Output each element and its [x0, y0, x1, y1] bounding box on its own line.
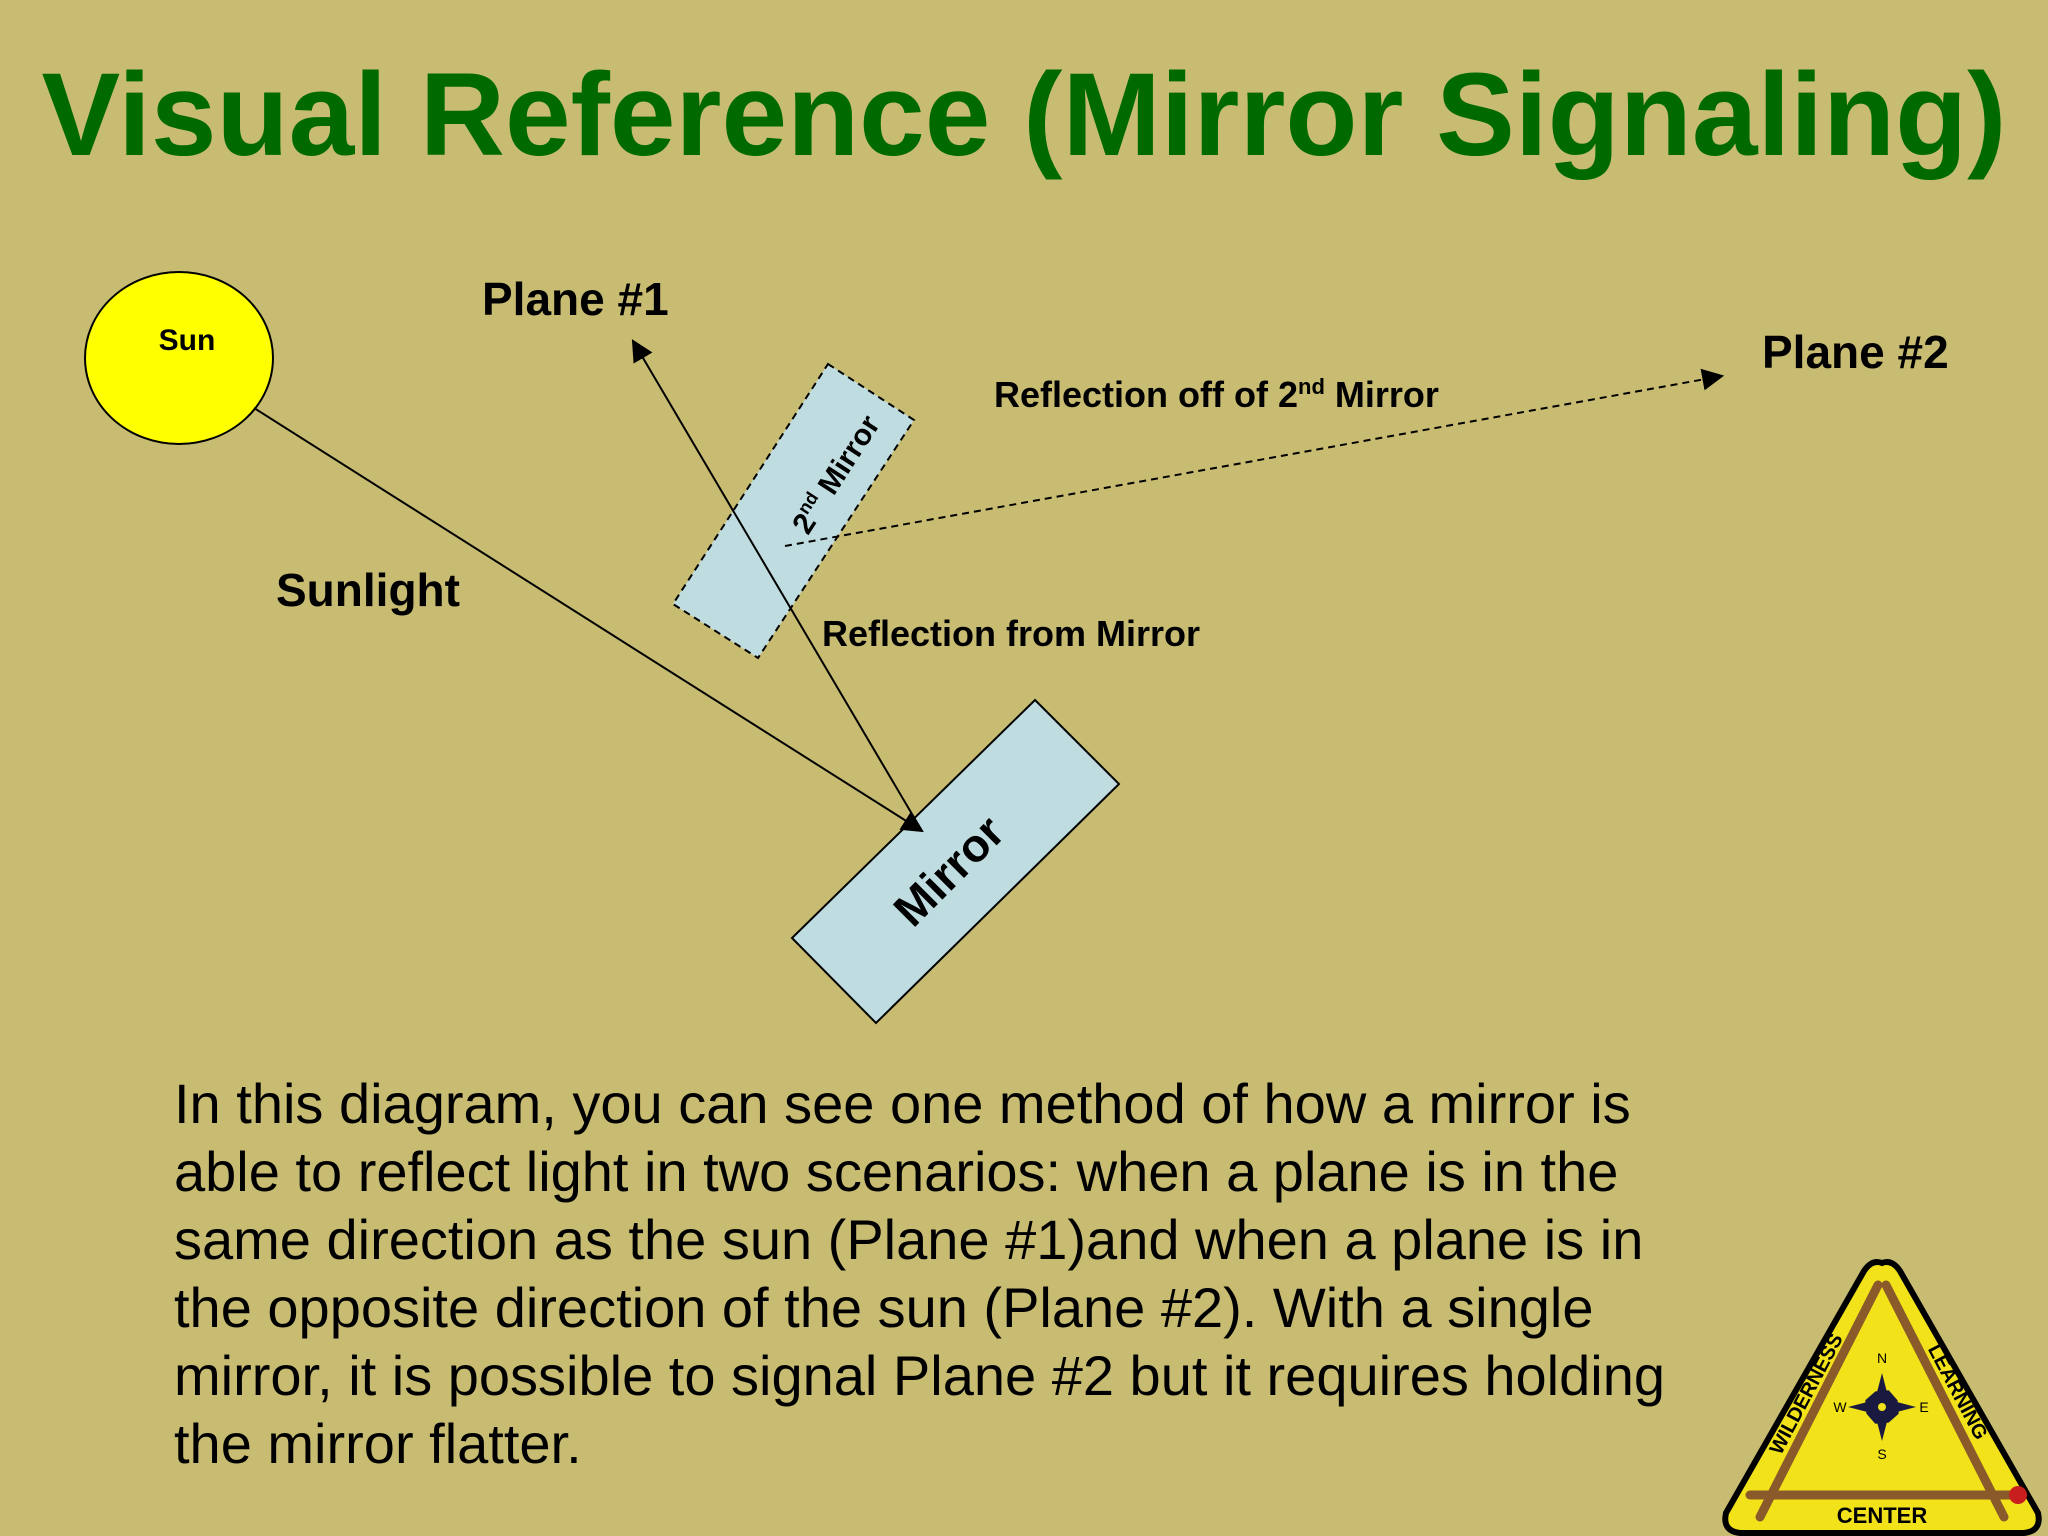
explanation-line: the mirror flatter. [174, 1412, 582, 1475]
reflection-second-label-b: Mirror [1325, 374, 1439, 415]
second-mirror-shape [671, 362, 916, 660]
sunlight-ray [253, 407, 924, 833]
explanation-line: mirror, it is possible to signal Plane #… [174, 1344, 1665, 1407]
mirror-shape [790, 698, 1121, 1025]
wilderness-learning-center-logo: N E S W WILDERNESS LEARNING CENTER [1722, 1259, 2042, 1536]
logo-log-right [1881, 1280, 2009, 1522]
compass-w: W [1833, 1399, 1847, 1415]
logo-text-center: CENTER [1837, 1503, 1928, 1528]
reflection-second-label-sup: nd [1298, 374, 1325, 399]
sun-label: Sun [159, 324, 216, 357]
reflection-from-mirror-label: Reflection from Mirror [822, 613, 1200, 654]
reflection-second-mirror-label: Reflection off of 2nd Mirror [994, 374, 1439, 415]
explanation-line: the opposite direction of the sun (Plane… [174, 1276, 1594, 1339]
reflection-ray-plane2 [784, 368, 1725, 547]
plane2-label: Plane #2 [1762, 326, 1949, 378]
explanation-line: able to reflect light in two scenarios: … [174, 1140, 1619, 1203]
explanation-paragraph: In this diagram, you can see one method … [174, 1070, 1734, 1478]
logo-log-left [1755, 1280, 1883, 1522]
sunlight-label: Sunlight [276, 564, 460, 616]
explanation-line: same direction as the sun (Plane #1)and … [174, 1208, 1644, 1271]
reflection-ray-plane1 [631, 339, 923, 832]
logo-mark-icon [2009, 1486, 2027, 1504]
slide-title: Visual Reference (Mirror Signaling) [41, 49, 2007, 181]
compass-n: N [1877, 1350, 1887, 1366]
compass-star-icon [1848, 1373, 1916, 1441]
compass-e: E [1919, 1399, 1928, 1415]
compass-s: S [1877, 1446, 1886, 1462]
reflection-second-label-a: Reflection off of 2 [994, 374, 1298, 415]
plane1-label: Plane #1 [482, 273, 669, 325]
explanation-line: In this diagram, you can see one method … [174, 1072, 1631, 1135]
sun-circle [84, 271, 274, 445]
